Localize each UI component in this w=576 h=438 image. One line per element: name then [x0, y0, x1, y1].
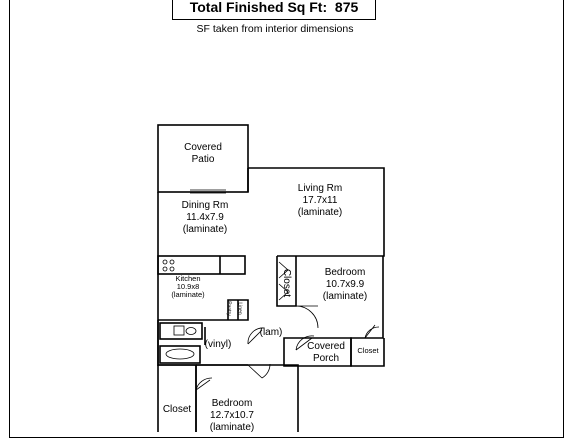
- bedroom1-name: Bedroom: [324, 267, 366, 278]
- pantry-label: Pantry: [225, 301, 232, 316]
- vanity: [159, 322, 203, 340]
- bedroom1-floor: (laminate): [322, 291, 368, 302]
- bedroom2-dims: 12.7x10.7: [210, 410, 254, 421]
- bedroom2-name: Bedroom: [211, 398, 253, 409]
- porch-outline: [283, 337, 352, 367]
- bedroom1-label: Bedroom 10.7x9.9 (laminate): [305, 267, 385, 303]
- sf-note: SF taken from interior dimensions: [196, 23, 354, 35]
- hall-closet: [276, 256, 297, 307]
- linen-label: Linen: [236, 302, 243, 315]
- kitchen-dims: 10.9x8: [176, 282, 200, 291]
- bedroom2-floor: (laminate): [209, 422, 255, 433]
- sqft-label: Total Finished Sq Ft:: [189, 0, 328, 15]
- bath-floor-label: (vinyl): [204, 339, 232, 350]
- bedroom2-closet-label: Closet: [162, 404, 192, 415]
- kitchen-floor: (laminate): [171, 290, 205, 299]
- living-dims: 17.7x11: [302, 195, 338, 206]
- covered-patio-label: Covered Patio: [184, 142, 222, 165]
- bedroom1-dims: 10.7x9.9: [325, 279, 365, 290]
- total-sqft-box: Total Finished Sq Ft: 875: [172, 0, 376, 20]
- sqft-value: 875: [334, 0, 359, 15]
- dining-floor: (laminate): [182, 224, 228, 235]
- living-floor: (laminate): [297, 207, 343, 218]
- kitchen-name: Kitchen: [175, 274, 201, 283]
- kitchen-counter: [157, 255, 246, 275]
- covered-porch-label: Covered Porch: [307, 341, 345, 364]
- kitchen-label: Kitchen 10.9x8 (laminate): [160, 275, 216, 299]
- patio-outline: [157, 124, 249, 193]
- living-room-label: Living Rm 17.7x11 (laminate): [275, 183, 365, 219]
- bedroom2-label: Bedroom 12.7x10.7 (laminate): [192, 398, 272, 434]
- tub: [159, 345, 201, 364]
- hall-closet-label: Closet: [281, 268, 292, 298]
- dining-dims: 11.4x7.9: [186, 212, 224, 223]
- dining-name: Dining Rm: [181, 200, 229, 211]
- living-name: Living Rm: [297, 183, 343, 194]
- hall-floor-label: (lam): [259, 327, 283, 338]
- porch-closet-label: Closet: [357, 346, 379, 355]
- dining-room-label: Dining Rm 11.4x7.9 (laminate): [165, 200, 245, 236]
